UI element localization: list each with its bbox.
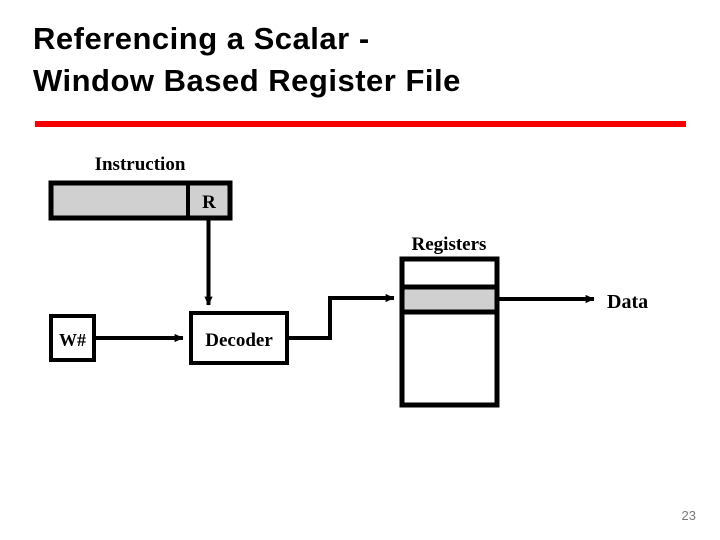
data-label: Data xyxy=(607,291,648,313)
window-number-label: W# xyxy=(59,330,86,350)
title-divider-rule xyxy=(35,121,686,127)
page-title-line-1: Referencing a Scalar - xyxy=(33,21,370,56)
page-number: 23 xyxy=(681,508,696,523)
registers-label: Registers xyxy=(412,234,487,255)
page-title-line-2: Window Based Register File xyxy=(33,63,461,98)
instruction-box xyxy=(48,180,233,221)
decoder-label: Decoder xyxy=(205,330,273,351)
edge-decoder-to-registers xyxy=(287,293,395,340)
registers-selected-window xyxy=(399,284,500,315)
instruction-r-field-label: R xyxy=(202,192,216,213)
page-title: Referencing a Scalar - Window Based Regi… xyxy=(33,18,693,102)
registers-box xyxy=(399,256,500,408)
instruction-label: Instruction xyxy=(95,154,186,175)
